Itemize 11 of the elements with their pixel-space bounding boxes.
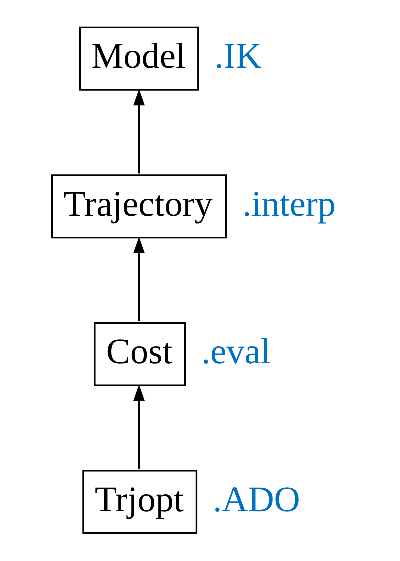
node-box: Trjopt (82, 470, 198, 534)
arrow (134, 384, 146, 470)
node-box: Cost (94, 322, 186, 386)
node-label: .interp (242, 184, 336, 224)
arrow (134, 89, 146, 174)
arrow (134, 236, 146, 322)
node-label: .eval (202, 332, 271, 372)
node-label: .ADO (213, 479, 300, 520)
node-box: Model (79, 26, 200, 91)
node-label: .IK (214, 36, 262, 76)
node-box: Trajectory (51, 174, 228, 239)
